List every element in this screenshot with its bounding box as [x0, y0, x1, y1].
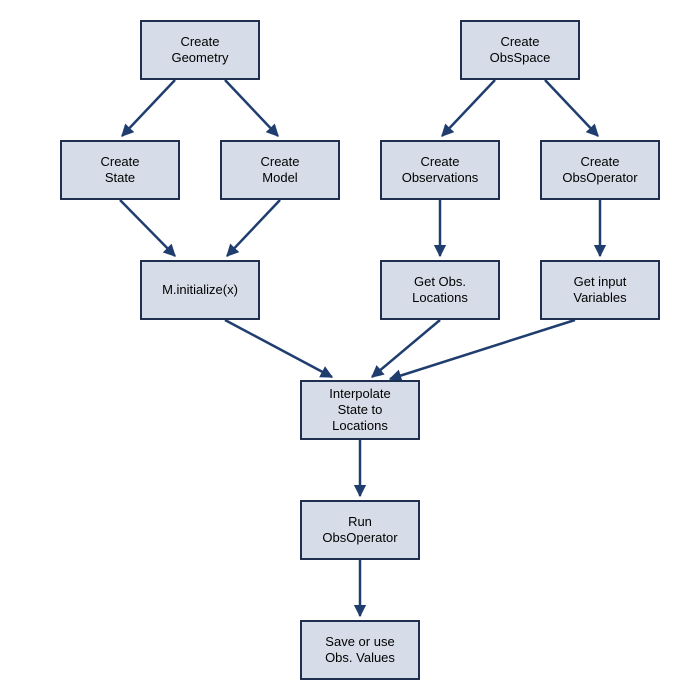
node-label: M.initialize(x) [162, 282, 238, 297]
node-create-obsspace: Create ObsSpace [460, 20, 580, 80]
node-get-obs-locations: Get Obs. Locations [380, 260, 500, 320]
node-create-model: Create Model [220, 140, 340, 200]
node-create-observations: Create Observations [380, 140, 500, 200]
node-m-initialize: M.initialize(x) [140, 260, 260, 320]
node-interpolate-state: Interpolate State to Locations [300, 380, 420, 440]
node-label: Create Model [260, 154, 300, 185]
node-create-state: Create State [60, 140, 180, 200]
node-label: Create ObsOperator [562, 154, 638, 185]
arrow-create-geometry-to-create-model [224, 79, 279, 137]
node-label: Create ObsSpace [489, 34, 551, 65]
node-label: Create Observations [401, 154, 479, 185]
node-label: Create State [100, 154, 140, 185]
arrow-create-state-to-m-initialize [119, 199, 176, 257]
arrow-m-initialize-to-interpolate-state [224, 318, 334, 379]
node-label: Get input Variables [573, 274, 627, 305]
node-label: Get Obs. Locations [412, 274, 468, 305]
node-label: Create Geometry [171, 34, 229, 65]
arrow-create-obsspace-to-create-obsoperator [544, 79, 599, 137]
arrow-create-model-to-m-initialize [226, 199, 281, 257]
node-save-obs-values: Save or use Obs. Values [300, 620, 420, 680]
arrow-get-input-variables-to-interpolate-state [388, 318, 576, 382]
node-create-geometry: Create Geometry [140, 20, 260, 80]
arrow-create-geometry-to-create-state [121, 79, 176, 137]
node-label: Interpolate State to Locations [329, 386, 391, 433]
node-label: Run ObsOperator [322, 514, 398, 545]
node-get-input-variables: Get input Variables [540, 260, 660, 320]
node-create-obsoperator: Create ObsOperator [540, 140, 660, 200]
arrow-create-obsspace-to-create-observations [441, 79, 496, 137]
arrow-get-obs-locations-to-interpolate-state [371, 319, 441, 378]
node-run-obsoperator: Run ObsOperator [300, 500, 420, 560]
node-label: Save or use Obs. Values [325, 634, 395, 665]
